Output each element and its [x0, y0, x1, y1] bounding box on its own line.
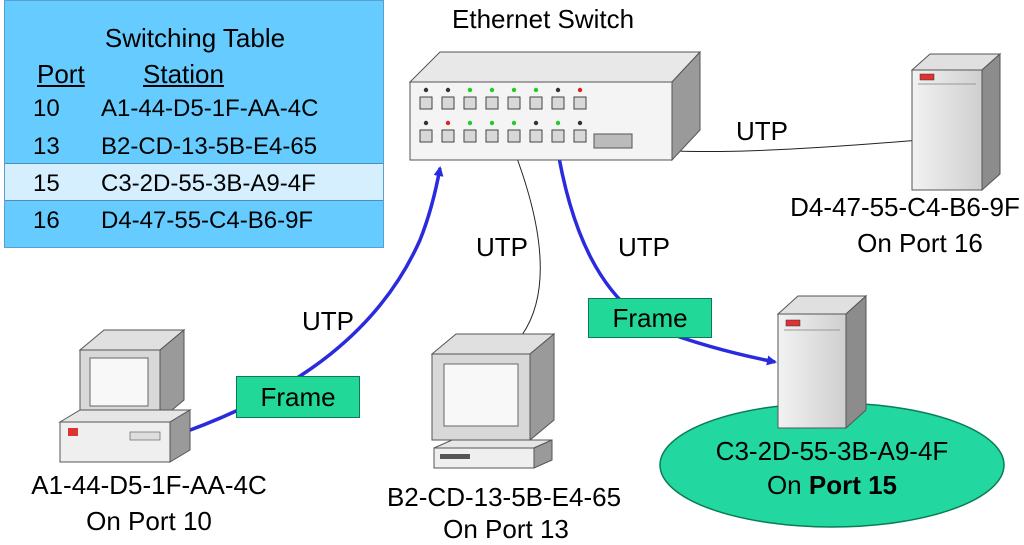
table-cell-station: D4-47-55-C4-B6-9F	[101, 207, 314, 234]
port-led	[555, 87, 561, 93]
station-c-port: On Port 15	[660, 468, 1004, 502]
pc-a-icon	[58, 328, 192, 463]
port-jack	[529, 129, 543, 143]
port-jack	[441, 129, 455, 143]
port-jack	[573, 129, 587, 143]
table-row: 16 D4-47-55-C4-B6-9F	[5, 201, 383, 239]
table-header-station: Station	[143, 59, 224, 89]
switch-title: Ethernet Switch	[452, 4, 635, 34]
port-led	[445, 87, 451, 93]
cable-label-utp: UTP	[736, 116, 788, 146]
port-jack	[463, 96, 477, 110]
port-jack	[419, 129, 433, 143]
table-cell-port: 10	[33, 95, 60, 122]
table-cell-station: B2-CD-13-5B-E4-65	[101, 133, 318, 160]
station-c-mac: C3-2D-55-3B-A9-4F	[715, 436, 949, 466]
cable-label-utp: UTP	[302, 306, 354, 336]
port-jack	[529, 96, 543, 110]
frame-tag-outbound: Frame	[588, 298, 712, 338]
port-led	[467, 120, 473, 126]
table-cell-port: 15	[33, 170, 60, 197]
station-a-port: On Port 10	[86, 506, 212, 536]
table-row-highlighted: 15 C3-2D-55-3B-A9-4F	[5, 163, 383, 201]
station-c-label: C3-2D-55-3B-A9-4F On Port 15	[660, 434, 1004, 502]
station-b-mac: B2-CD-13-5B-E4-65	[386, 482, 622, 512]
port-led	[467, 87, 473, 93]
cable-label-utp: UTP	[476, 232, 528, 262]
port-led	[423, 87, 429, 93]
port-led	[445, 120, 451, 126]
switching-table: Switching Table Port Station 10 A1-44-D5…	[4, 0, 384, 248]
table-cell-station: A1-44-D5-1F-AA-4C	[101, 95, 319, 122]
port-led	[511, 120, 517, 126]
table-row: 13 B2-CD-13-5B-E4-65	[5, 127, 383, 165]
port-jack	[551, 129, 565, 143]
port-led	[533, 87, 539, 93]
port-jack	[485, 129, 499, 143]
server-d-icon	[910, 52, 1002, 192]
table-cell-station: C3-2D-55-3B-A9-4F	[101, 170, 316, 197]
port-jack	[551, 96, 565, 110]
table-cell-port: 13	[33, 133, 60, 160]
station-c-port-number: Port 15	[808, 470, 898, 500]
port-jack	[419, 96, 433, 110]
port-led	[577, 120, 583, 126]
port-jack	[463, 129, 477, 143]
server-c-icon	[776, 294, 868, 430]
port-jack	[441, 96, 455, 110]
port-led	[577, 87, 583, 93]
station-d-port: On Port 16	[857, 228, 983, 258]
ethernet-switch-icon	[408, 50, 702, 162]
port-led	[489, 120, 495, 126]
table-row: 10 A1-44-D5-1F-AA-4C	[5, 89, 383, 127]
table-header-port: Port	[37, 59, 85, 89]
station-b-port: On Port 13	[443, 514, 569, 544]
port-jack	[507, 96, 521, 110]
port-led	[511, 87, 517, 93]
port-led	[489, 87, 495, 93]
cable-label-utp: UTP	[618, 232, 670, 262]
port-jack	[485, 96, 499, 110]
switching-table-title: Switching Table	[104, 23, 286, 53]
frame-tag-inbound: Frame	[236, 376, 360, 418]
table-cell-port: 16	[33, 207, 60, 234]
port-led	[555, 120, 561, 126]
station-c-port-prefix: On	[766, 470, 809, 500]
pc-b-icon	[430, 332, 556, 469]
station-a-mac: A1-44-D5-1F-AA-4C	[31, 470, 267, 500]
port-led	[423, 120, 429, 126]
port-jack	[507, 129, 521, 143]
station-d-mac: D4-47-55-C4-B6-9F	[790, 192, 1020, 222]
port-jack	[573, 96, 587, 110]
port-led	[533, 120, 539, 126]
